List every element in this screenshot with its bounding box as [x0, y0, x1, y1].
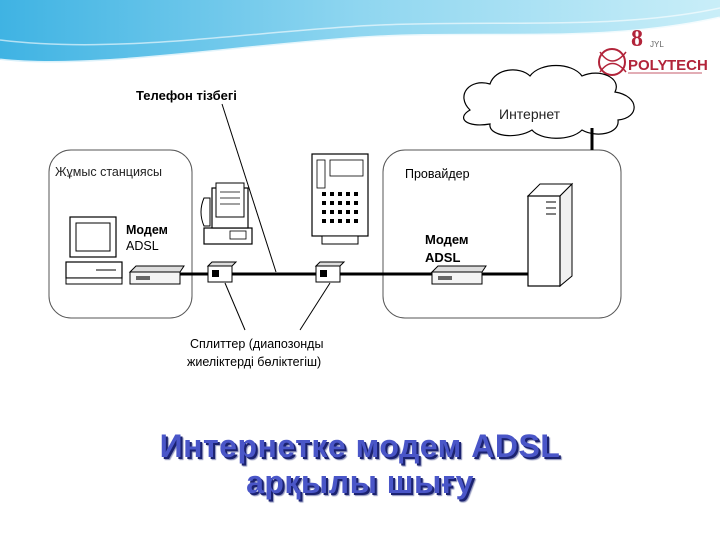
telephone-icon: [200, 182, 253, 245]
splitter-right-icon: [314, 261, 346, 283]
phone-line-label: Телефон тізбегі: [136, 88, 237, 103]
slide-title-line1: Интернетке модем ADSL: [159, 428, 561, 464]
internet-cloud: [463, 65, 635, 139]
workstation-label: Жұмыс станциясы: [55, 165, 162, 179]
workstation-computer-icon: [65, 216, 123, 285]
internet-label: Интернет: [499, 106, 561, 122]
modem-right-label-line1: Модем: [425, 232, 469, 247]
modem-left-label-line1: Модем: [126, 223, 168, 237]
pbx-cabinet-icon: [311, 153, 369, 245]
modem-right-icon: [430, 265, 487, 285]
splitter-pointer-right: [299, 282, 331, 331]
splitter-pointer-left: [224, 282, 246, 331]
modem-left-label-line2: ADSL: [126, 239, 159, 253]
logo-brand-a: POLY: [628, 57, 667, 74]
header-wave: [0, 0, 720, 65]
modem-right-label-line2: ADSL: [425, 250, 460, 265]
splitter-left-icon: [206, 261, 238, 283]
polytech-logo: 8 JYL POLY TECH: [598, 26, 708, 76]
provider-label: Провайдер: [405, 167, 470, 181]
logo-sub: JYL: [650, 40, 664, 49]
server-icon: [526, 182, 574, 288]
slide-title: Интернетке модем ADSL арқылы шығу: [0, 428, 720, 500]
splitter-label-line1: Сплиттер (диапозонды: [190, 337, 323, 351]
logo-brand-b: TECH: [667, 57, 708, 74]
splitter-label-line2: жиеліктерді бөліктегіш): [187, 355, 321, 369]
slide-title-line2: арқылы шығу: [246, 464, 474, 500]
phone-line-pointer: [221, 103, 277, 273]
logo-number: 8: [631, 26, 643, 52]
modem-left-icon: [128, 265, 185, 285]
